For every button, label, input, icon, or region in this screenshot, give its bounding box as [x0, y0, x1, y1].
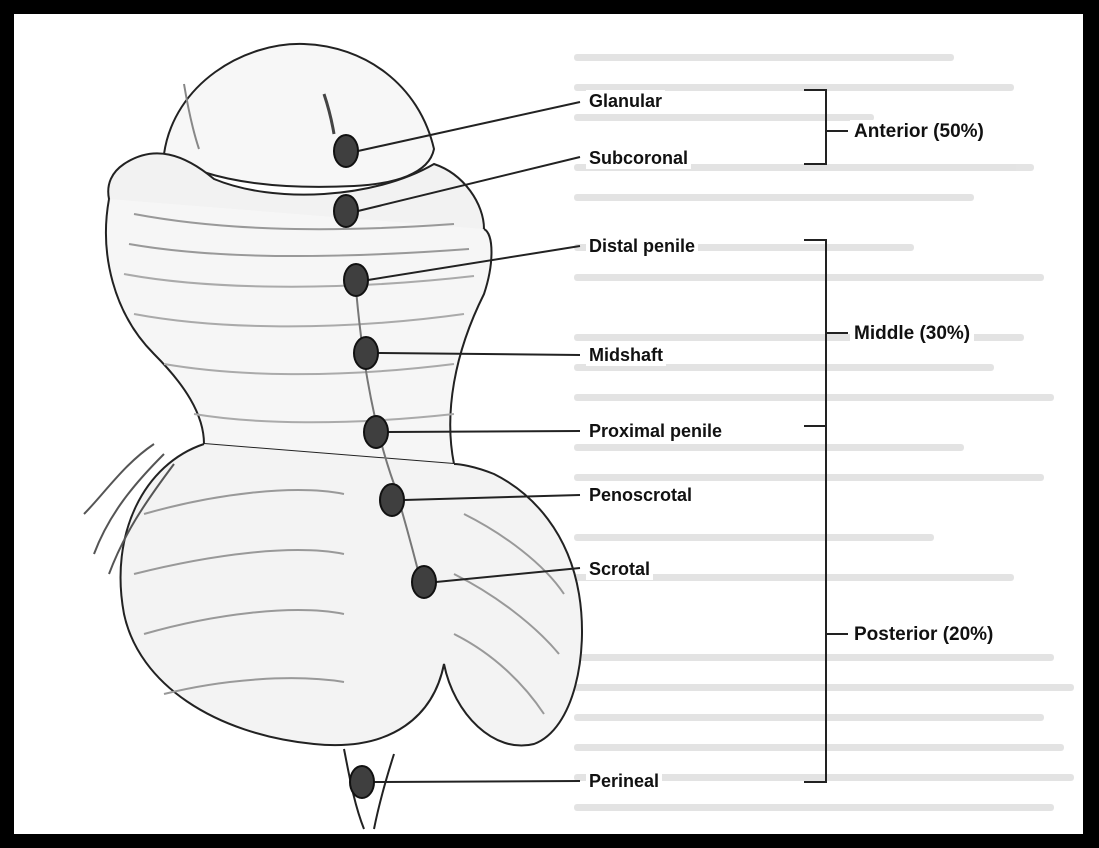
region-label-anterior: Anterior (50%)	[850, 120, 988, 144]
leader-line-perineal	[374, 781, 580, 782]
site-marker-subcoronal	[334, 195, 358, 227]
site-label-scrotal: Scrotal	[586, 558, 653, 580]
site-label-glanular: Glanular	[586, 90, 665, 112]
leader-line-midshaft	[378, 353, 580, 355]
bracket-posterior	[804, 426, 848, 782]
site-label-proximal-penile: Proximal penile	[586, 420, 725, 442]
leader-line-glanular	[358, 102, 580, 151]
leader-line-scrotal	[436, 568, 580, 582]
site-marker-midshaft	[354, 337, 378, 369]
site-label-perineal: Perineal	[586, 770, 662, 792]
bracket-anterior	[804, 90, 848, 164]
site-marker-penoscrotal	[380, 484, 404, 516]
region-label-middle: Middle (30%)	[850, 322, 974, 346]
site-marker-distal-penile	[344, 264, 368, 296]
site-label-subcoronal: Subcoronal	[586, 147, 691, 169]
site-label-midshaft: Midshaft	[586, 344, 666, 366]
leader-line-distal-penile	[368, 246, 580, 280]
leader-line-proximal-penile	[388, 431, 580, 432]
site-marker-scrotal	[412, 566, 436, 598]
region-label-posterior: Posterior (20%)	[850, 623, 997, 647]
figure-frame: Glanular Subcoronal Distal penile Midsha…	[14, 14, 1083, 834]
site-marker-glanular	[334, 135, 358, 167]
leader-line-penoscrotal	[404, 495, 580, 500]
site-marker-proximal-penile	[364, 416, 388, 448]
site-label-distal-penile: Distal penile	[586, 235, 698, 257]
leader-line-subcoronal	[358, 157, 580, 211]
site-marker-perineal	[350, 766, 374, 798]
bracket-middle	[804, 240, 848, 426]
site-label-penoscrotal: Penoscrotal	[586, 484, 695, 506]
